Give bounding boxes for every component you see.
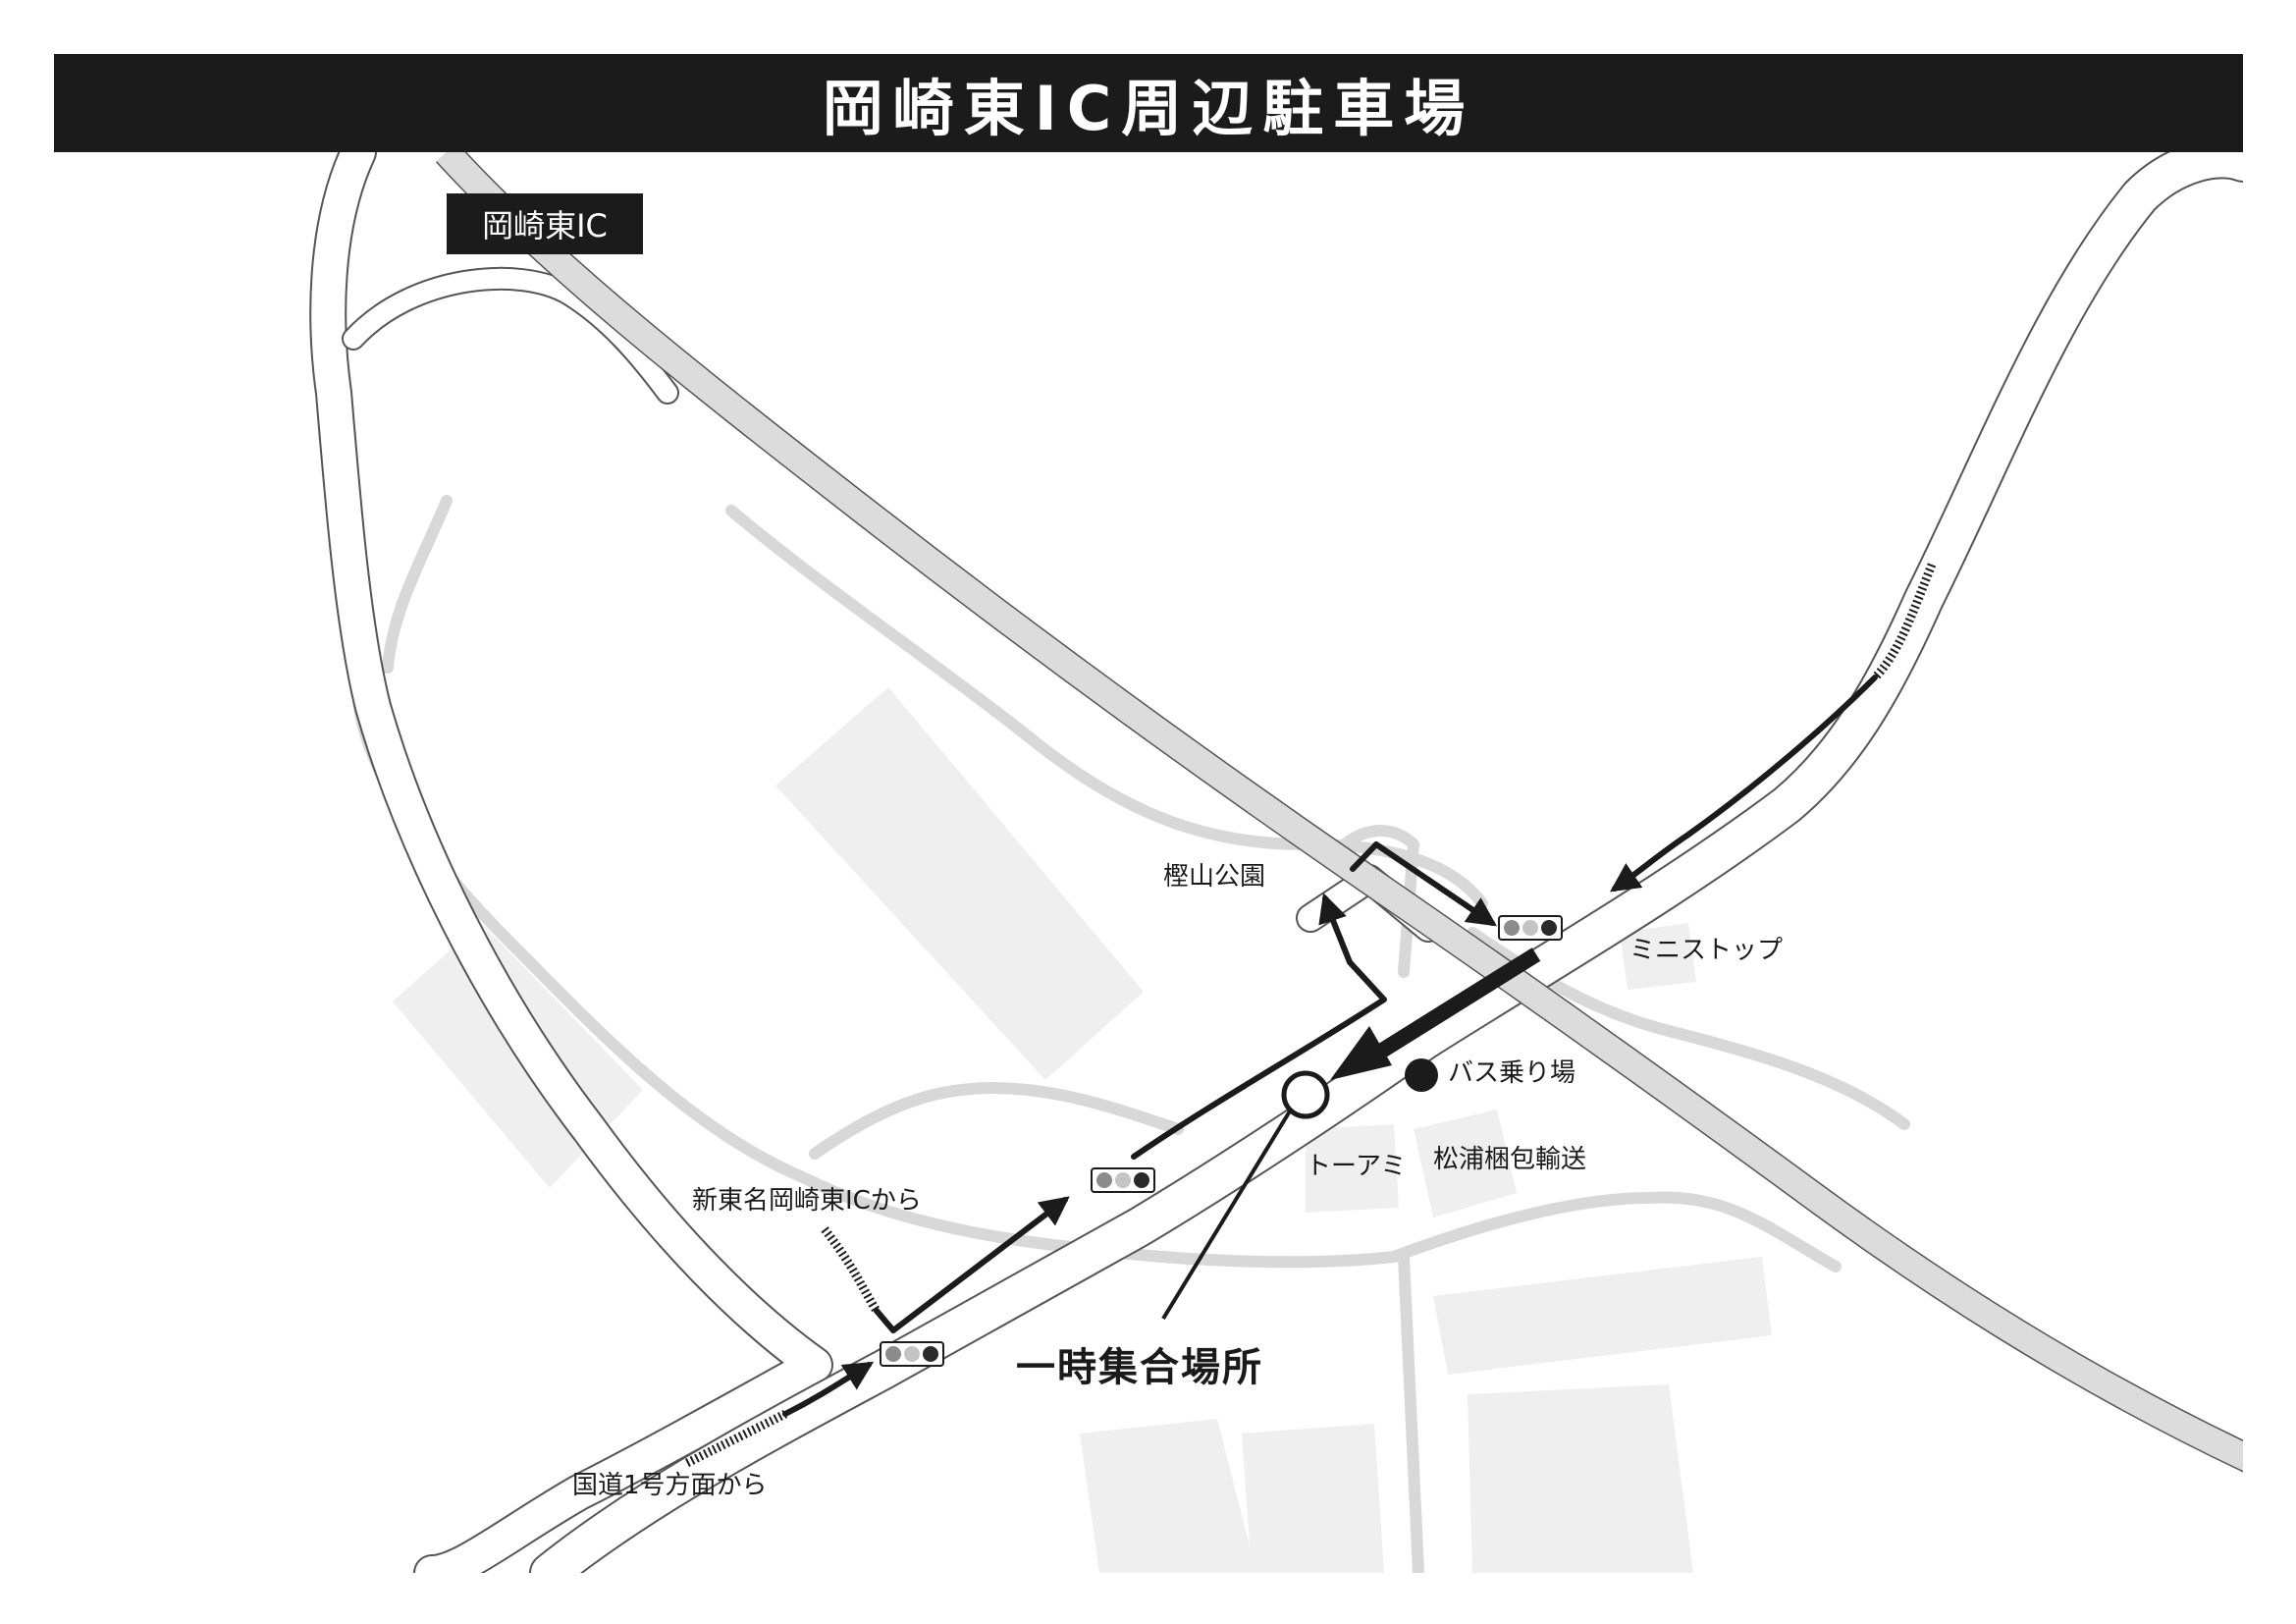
route-arrow-icon: [1330, 1026, 1392, 1080]
building-block: [1414, 1110, 1517, 1218]
ic-badge: 岡崎東IC: [447, 193, 643, 254]
assembly-point-label: 一時集合場所: [1016, 1345, 1263, 1390]
route-arrow-icon: [1610, 675, 1878, 893]
toami-label: トーアミ: [1306, 1152, 1407, 1181]
from-shintomei-label: 新東名岡崎東ICから: [692, 1186, 922, 1216]
from-route1-label: 国道1号方面から: [572, 1471, 768, 1500]
bus-stop-label: バス乗り場: [1448, 1058, 1576, 1088]
bus-stop-marker-icon: [1405, 1058, 1438, 1092]
route-arrows: [782, 675, 1878, 1417]
ministop-label: ミニストップ: [1629, 936, 1784, 965]
expressway: [435, 152, 2243, 1473]
matsuura-label: 松浦梱包輸送: [1433, 1145, 1587, 1174]
building-block: [1080, 1419, 1256, 1573]
traffic-lights: [880, 915, 1563, 1367]
page-title: 岡崎東IC周辺駐車場: [822, 73, 1475, 144]
building-block: [1306, 1124, 1399, 1213]
route-arrow-icon: [874, 1196, 1070, 1333]
main-direction-arrow: [1330, 947, 1541, 1080]
route-arrow-icon: [782, 1361, 875, 1417]
route-arrow-icon: [1131, 893, 1387, 1160]
title-bar: 岡崎東IC周辺駐車場: [54, 54, 2243, 152]
approach-hatch: [684, 563, 1937, 1468]
traffic-light-icon: [1091, 1167, 1155, 1193]
route-arrow-icon: [1350, 841, 1497, 927]
assembly-point-marker-icon: [1281, 1070, 1330, 1119]
assembly-leader-line: [1161, 1108, 1293, 1321]
building-block: [1433, 1257, 1772, 1375]
traffic-light-icon: [880, 1341, 944, 1367]
building-block: [1468, 1384, 1693, 1573]
traffic-light-icon: [1498, 915, 1563, 941]
local-roads: [309, 152, 2243, 1573]
building-block: [1242, 1424, 1384, 1573]
building-block: [775, 687, 1144, 1080]
park-label: 樫山公園: [1163, 862, 1266, 892]
building-block: [1620, 923, 1696, 990]
